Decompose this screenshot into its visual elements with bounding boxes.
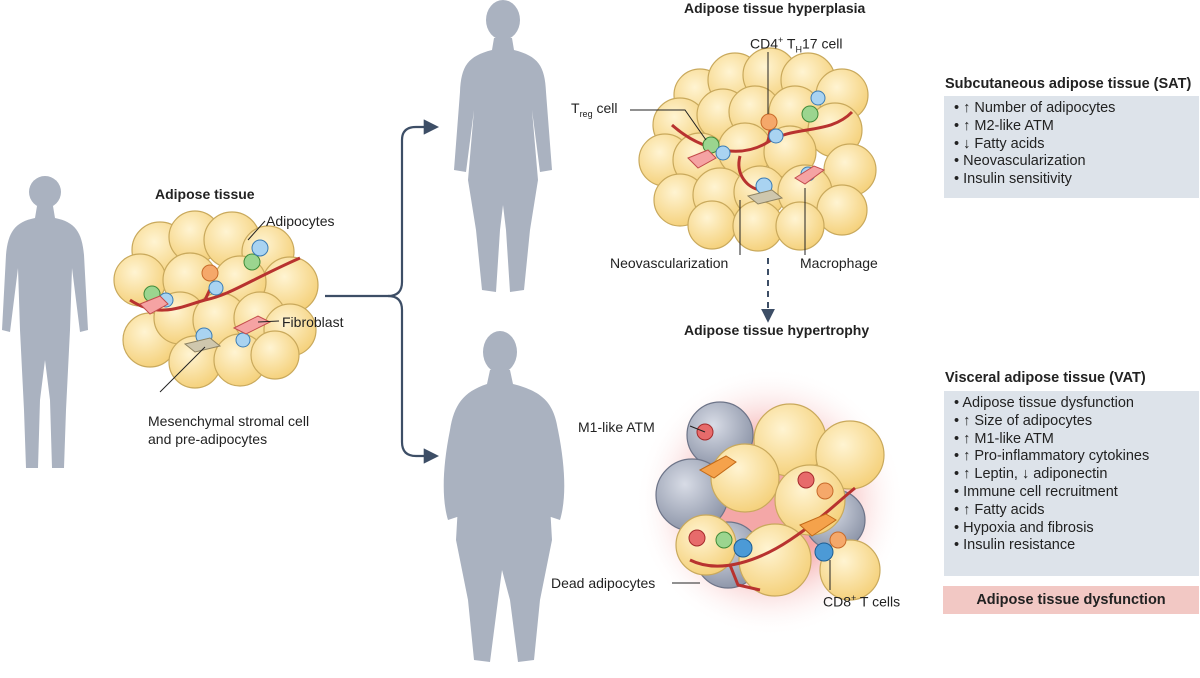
vat-item: ↑ Size of adipocytes bbox=[954, 413, 1191, 431]
adipose-tissue-cluster bbox=[113, 210, 319, 389]
hyperplasia-cluster bbox=[638, 47, 877, 252]
vat-item: Immune cell recruitment bbox=[954, 484, 1191, 502]
cd4-th17-label: CD4+ TH17 cell bbox=[750, 35, 843, 55]
leader-lines-small bbox=[159, 220, 280, 393]
dead-adipocytes-label: Dead adipocytes bbox=[551, 575, 656, 591]
hypertrophy-title: Adipose tissue hypertrophy bbox=[684, 322, 870, 338]
blood-vessel-hypertrophy bbox=[689, 486, 856, 592]
immune-cells-small bbox=[139, 239, 272, 353]
branch-arrow bbox=[325, 119, 440, 464]
vat-item: ↑ Leptin, ↓ adiponectin bbox=[954, 466, 1191, 484]
cd8-t-cells-label: CD8+ T cells bbox=[823, 593, 901, 610]
person-silhouette-obese-icon bbox=[443, 331, 565, 662]
adipocytes-label: Adipocytes bbox=[266, 213, 335, 229]
sat-item: ↑ Number of adipocytes bbox=[954, 100, 1191, 118]
treg-label: Treg cell bbox=[571, 100, 618, 119]
vat-item: Adipose tissue dysfunction bbox=[954, 395, 1191, 413]
vat-item: Hypoxia and fibrosis bbox=[954, 520, 1191, 538]
neovascularization-label: Neovascularization bbox=[610, 255, 729, 271]
sat-item: Neovascularization bbox=[954, 153, 1191, 171]
sat-list: ↑ Number of adipocytes ↑ M2-like ATM ↓ F… bbox=[954, 100, 1191, 189]
leader-lines-hypertrophy bbox=[672, 425, 831, 590]
hypertrophy-adipocytes bbox=[675, 403, 885, 601]
leader-lines-hyperplasia bbox=[630, 52, 806, 255]
adipose-tissue-title: Adipose tissue bbox=[155, 186, 255, 202]
msc-label-line1: Mesenchymal stromal cell bbox=[148, 413, 310, 429]
vat-item: ↑ M1-like ATM bbox=[954, 431, 1191, 449]
person-silhouette-lean-icon bbox=[454, 0, 552, 292]
vat-item: ↑ Pro-inflammatory cytokines bbox=[954, 448, 1191, 466]
sat-box: ↑ Number of adipocytes ↑ M2-like ATM ↓ F… bbox=[944, 96, 1199, 198]
hyperplasia-title: Adipose tissue hyperplasia bbox=[684, 0, 866, 16]
sat-title: Subcutaneous adipose tissue (SAT) bbox=[945, 76, 1192, 92]
sat-item: ↓ Fatty acids bbox=[954, 136, 1191, 154]
vat-box: Adipose tissue dysfunction ↑ Size of adi… bbox=[944, 391, 1199, 576]
dysfunction-result-box: Adipose tissue dysfunction bbox=[943, 586, 1199, 614]
macrophage-label: Macrophage bbox=[800, 255, 878, 271]
sat-item: ↑ M2-like ATM bbox=[954, 118, 1191, 136]
vat-list: Adipose tissue dysfunction ↑ Size of adi… bbox=[954, 395, 1191, 555]
immune-cells-hyperplasia bbox=[687, 90, 826, 205]
fibroblast-label: Fibroblast bbox=[282, 314, 344, 330]
sat-item: Insulin sensitivity bbox=[954, 171, 1191, 189]
person-silhouette-left-icon bbox=[2, 176, 88, 468]
vat-title: Visceral adipose tissue (VAT) bbox=[945, 370, 1146, 386]
msc-label-line2: and pre-adipocytes bbox=[148, 431, 268, 447]
vat-item: ↑ Fatty acids bbox=[954, 502, 1191, 520]
vat-item: Insulin resistance bbox=[954, 537, 1191, 555]
m1-atm-label: M1-like ATM bbox=[578, 419, 655, 435]
